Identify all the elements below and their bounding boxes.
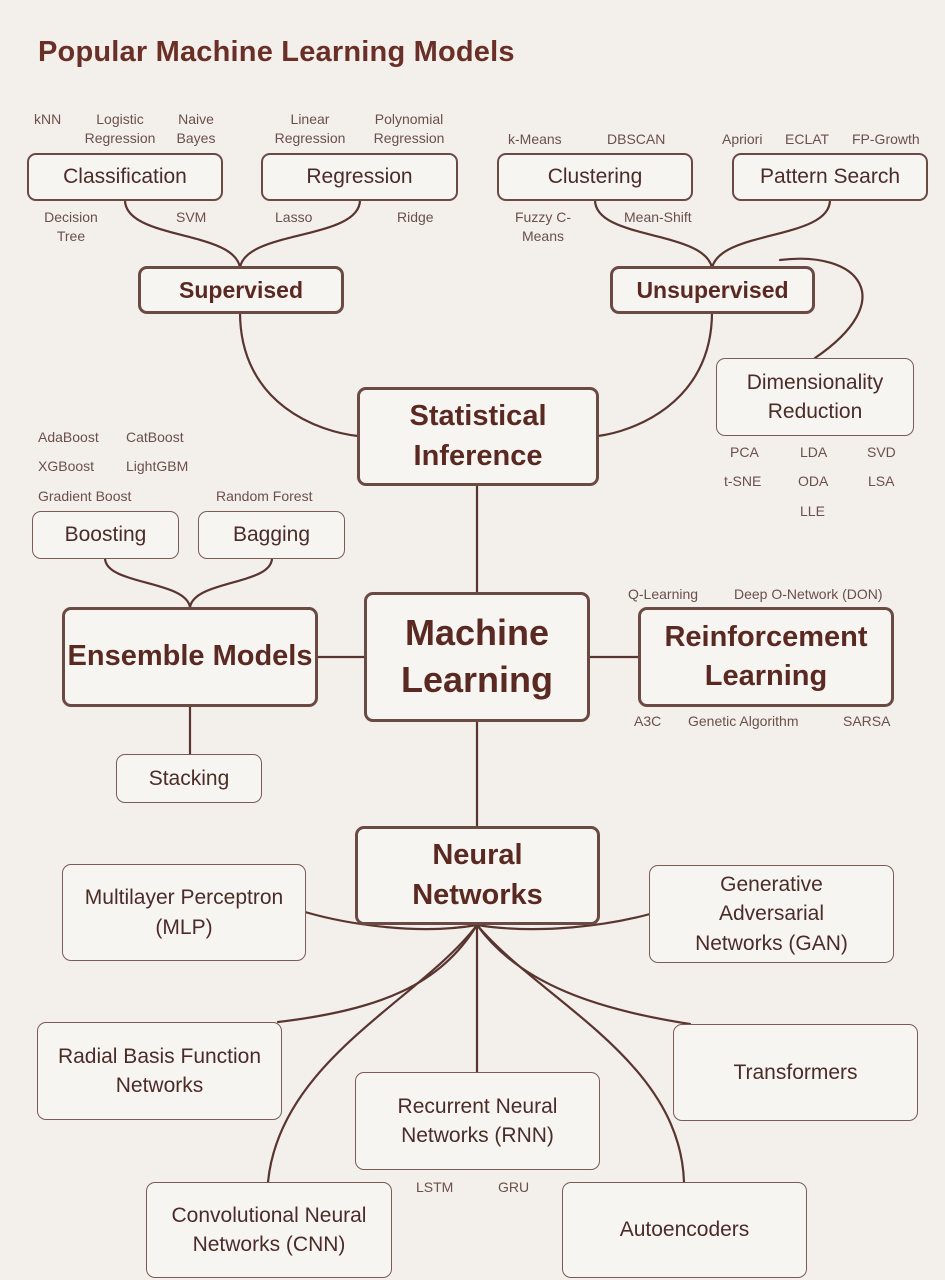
label-dbscan: DBSCAN (607, 131, 666, 147)
label-tsne: t-SNE (724, 473, 762, 489)
node-rbf: Radial Basis Function Networks (37, 1022, 282, 1120)
node-mlp: Multilayer Perceptron (MLP) (62, 864, 306, 961)
label-random-forest: Random Forest (216, 488, 313, 504)
label-lasso: Lasso (275, 209, 313, 225)
label-lle: LLE (800, 503, 825, 519)
node-cnn: Convolutional Neural Networks (CNN) (146, 1182, 392, 1278)
page-title: Popular Machine Learning Models (38, 36, 515, 68)
node-dimensionality-reduction: Dimensionality Reduction (716, 358, 914, 436)
node-classification: Classification (27, 153, 223, 201)
label-fp-growth: FP-Growth (852, 131, 920, 147)
label-genetic-algorithm: Genetic Algorithm (688, 713, 799, 729)
label-gru: GRU (498, 1179, 530, 1195)
label-catboost: CatBoost (126, 429, 184, 445)
label-knn: kNN (34, 111, 62, 127)
node-rnn: Recurrent Neural Networks (RNN) (355, 1072, 600, 1170)
label-lstm: LSTM (416, 1179, 454, 1195)
label-logistic-regression: Logistic Regression (84, 111, 156, 146)
label-svm: SVM (176, 209, 207, 225)
label-deep-q-network: Deep O-Network (DON) (734, 586, 883, 602)
node-machine-learning: Machine Learning (364, 592, 590, 722)
node-statistical-inference: Statistical Inference (357, 387, 599, 486)
label-a3c: A3C (634, 713, 662, 729)
label-lightgbm: LightGBM (126, 458, 189, 474)
node-transformers: Transformers (673, 1024, 918, 1121)
node-stacking: Stacking (116, 754, 262, 803)
label-oda: ODA (798, 473, 829, 489)
label-sarsa: SARSA (843, 713, 891, 729)
label-adaboost: AdaBoost (38, 429, 99, 445)
node-unsupervised: Unsupervised (610, 266, 815, 314)
node-ensemble-models: Ensemble Models (62, 607, 318, 707)
label-apriori: Apriori (722, 131, 763, 147)
node-regression: Regression (261, 153, 458, 201)
node-bagging: Bagging (198, 511, 345, 559)
label-lsa: LSA (868, 473, 895, 489)
label-pca: PCA (730, 444, 759, 460)
label-ridge: Ridge (397, 209, 434, 225)
label-xgboost: XGBoost (38, 458, 95, 474)
label-q-learning: Q-Learning (628, 586, 699, 602)
node-reinforcement-learning: Reinforcement Learning (638, 607, 894, 707)
label-gradient-boost: Gradient Boost (38, 488, 132, 504)
label-mean-shift: Mean-Shift (624, 209, 692, 225)
node-pattern-search: Pattern Search (732, 153, 928, 201)
node-boosting: Boosting (32, 511, 179, 559)
label-decision-tree: Decision Tree (44, 209, 98, 244)
label-svd: SVD (867, 444, 896, 460)
node-autoencoders: Autoencoders (562, 1182, 807, 1278)
node-neural-networks: Neural Networks (355, 826, 600, 925)
label-kmeans: k-Means (508, 131, 562, 147)
label-polynomial-regression: Polynomial Regression (373, 111, 445, 146)
node-supervised: Supervised (138, 266, 344, 314)
label-linear-regression: Linear Regression (274, 111, 346, 146)
node-gan: Generative Adversarial Networks (GAN) (649, 865, 894, 963)
label-lda: LDA (800, 444, 828, 460)
node-clustering: Clustering (497, 153, 693, 201)
label-eclat: ECLAT (785, 131, 830, 147)
label-naive-bayes: Naive Bayes (176, 111, 216, 146)
label-fuzzy-cmeans: Fuzzy C-Means (515, 209, 571, 244)
